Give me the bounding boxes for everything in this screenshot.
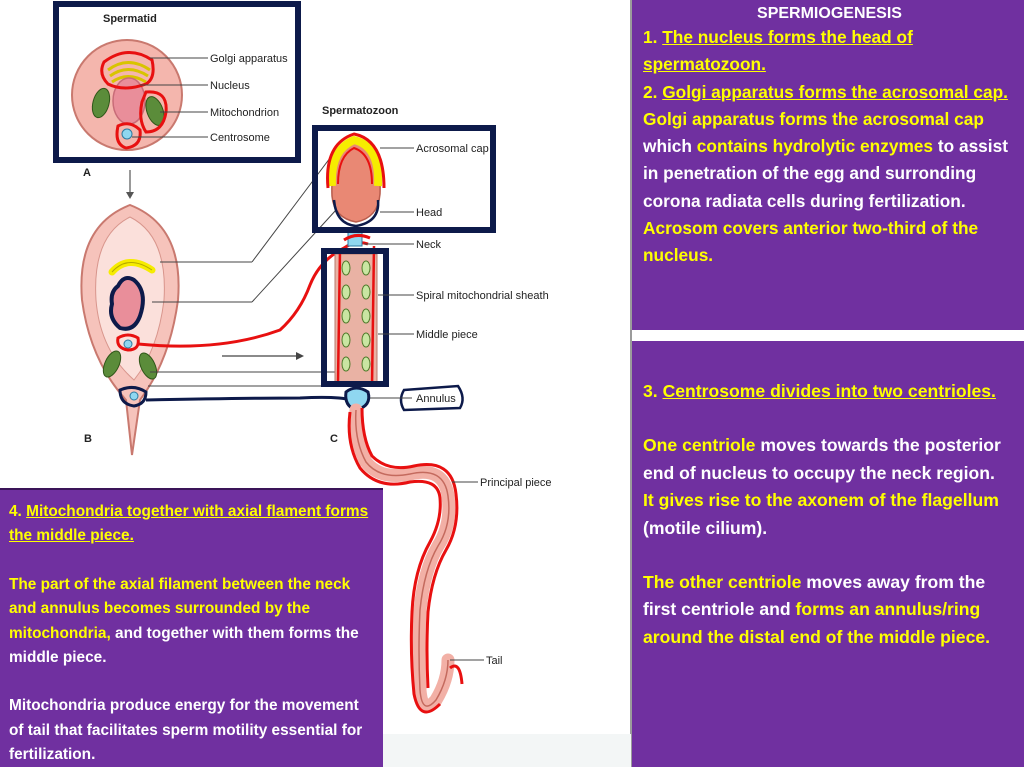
acrosomal-cap-label: Acrosomal cap xyxy=(416,143,489,155)
point-4-text: Mitochondria together with axial flament… xyxy=(9,503,369,545)
energy-paragraph: Mitochondria produce energy for the move… xyxy=(9,697,363,764)
mitochondrial-sheath xyxy=(341,260,371,372)
golgi-paragraph-b: which xyxy=(643,136,697,157)
spermatid-label: Spermatid xyxy=(103,13,157,25)
annulus-label: Annulus xyxy=(416,393,456,405)
centrosome-panel: 3. Centrosome divides into two centriole… xyxy=(632,341,1024,767)
centrosome-label: Centrosome xyxy=(210,132,270,144)
spiral-sheath-label: Spiral mitochondrial sheath xyxy=(416,290,549,302)
golgi-paragraph-d: to assist in penetration of the egg and … xyxy=(643,136,1008,211)
middle-piece-label: Middle piece xyxy=(416,329,478,341)
neck-label: Neck xyxy=(416,239,442,251)
axonem-a: It xyxy=(643,490,659,511)
spermatid-figure: Spermatid Golgi apparatus Nucleus Mitoch… xyxy=(53,1,301,179)
principal-piece-label: Principal piece xyxy=(480,477,552,489)
panel-title: SPERMIOGENESIS xyxy=(757,5,902,22)
point-1-text: The nucleus forms the head of spermatozo… xyxy=(643,27,913,75)
tail-label: Tail xyxy=(486,655,503,667)
axonem-paragraph: It gives rise to the axonem of the flage… xyxy=(643,487,1016,542)
centriole-1-b: moves towards the posterior end of nucle… xyxy=(643,435,1001,483)
point-4: 4. Mitochondria together with axial flam… xyxy=(9,500,375,549)
axial-filament-b: and together with them forms the middle … xyxy=(9,624,359,667)
figure-c-label: C xyxy=(330,433,338,445)
axial-filament-a: The part of the axial filament between t… xyxy=(9,575,351,642)
point-4-number: 4. xyxy=(9,503,27,520)
centriole-2-a: The other centriole xyxy=(643,572,802,593)
head-label: Head xyxy=(416,207,442,219)
point-3-text: Centrosome divides into two centrioles. xyxy=(662,381,996,401)
mitochondrion-label: Mitochondrion xyxy=(210,107,279,119)
nucleus-label: Nucleus xyxy=(210,80,250,92)
acrosom-paragraph: Acrosom covers anterior two-third of the… xyxy=(643,218,979,266)
point-1: 1. The nucleus forms the head of spermat… xyxy=(643,24,1016,79)
golgi-paragraph-a: Golgi apparatus forms the acrosomal cap xyxy=(643,108,984,129)
axial-filament-paragraph: The part of the axial filament between t… xyxy=(9,573,375,671)
centriole-paragraph-1: One centriole moves towards the posterio… xyxy=(643,432,1016,487)
golgi-label: Golgi apparatus xyxy=(210,53,288,65)
point-2-number: 2. xyxy=(643,81,663,102)
figure-a-label: A xyxy=(83,167,91,179)
golgi-paragraph: Golgi apparatus forms the acrosomal cap … xyxy=(643,106,1016,215)
golgi-paragraph-c: contains hydrolytic enzymes xyxy=(696,136,934,157)
centriole-paragraph-2: The other centriole moves away from the … xyxy=(643,569,1016,651)
point-3: 3. Centrosome divides into two centriole… xyxy=(643,378,1016,405)
spermiogenesis-panel: SPERMIOGENESIS 1. The nucleus forms the … xyxy=(632,0,1024,330)
figure-b-label: B xyxy=(84,433,92,445)
centriole-1-a: One centriole xyxy=(643,435,756,456)
point-2-text: Golgi apparatus forms the acrosomal cap. xyxy=(662,81,1008,102)
point-1-number: 1. xyxy=(643,27,663,47)
spermatozoon-label: Spermatozoon xyxy=(322,105,399,117)
mitochondria-panel: 4. Mitochondria together with axial flam… xyxy=(0,488,383,767)
axonem-c: (motile cilium). xyxy=(643,517,768,538)
point-2: 2. Golgi apparatus forms the acrosomal c… xyxy=(643,79,1016,106)
centriole-2-c: forms an annulus/ring around the distal … xyxy=(643,599,991,647)
point-3-number: 3. xyxy=(643,381,663,401)
spermatozoon-figure: Spermatozoon xyxy=(312,105,552,714)
centriole-2-b: moves away from the first centriole and xyxy=(643,572,986,620)
axonem-b: gives rise to the axonem of the flagellu… xyxy=(658,490,999,511)
